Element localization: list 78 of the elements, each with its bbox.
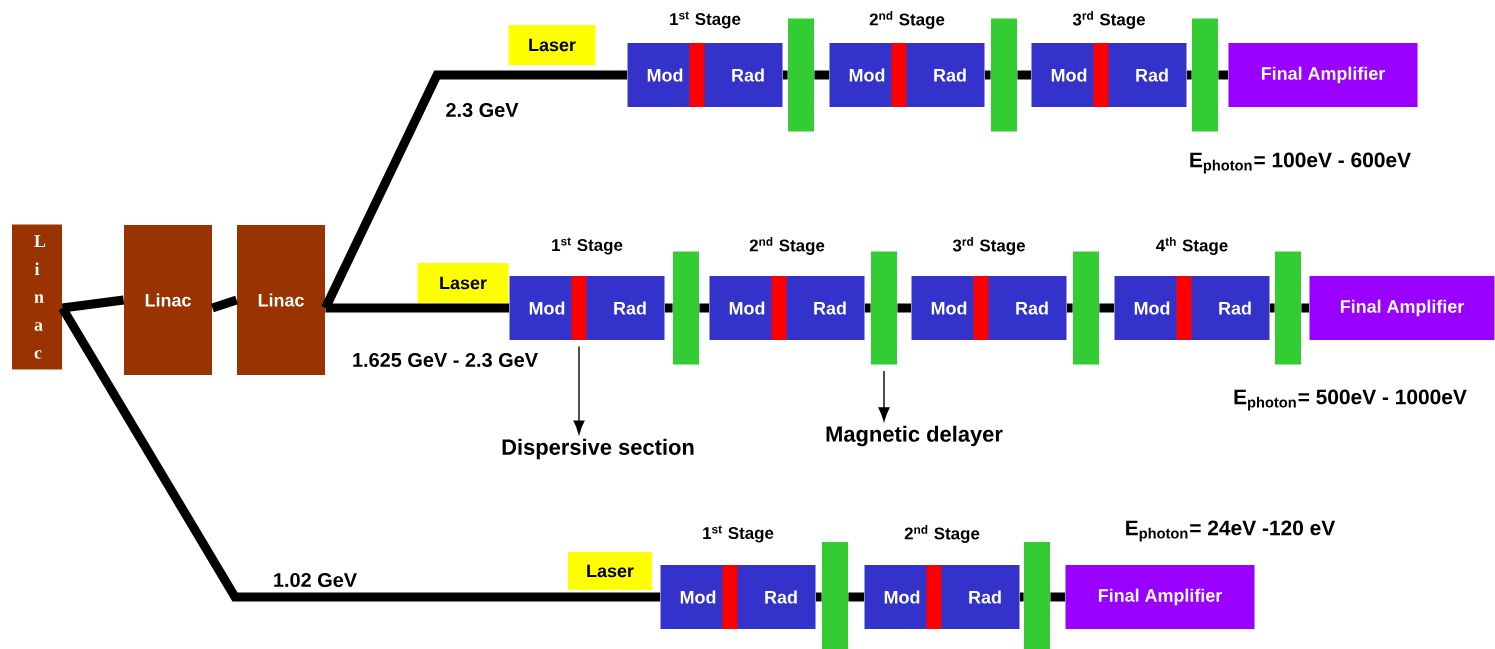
beam-line bbox=[897, 303, 912, 313]
delayer-bar bbox=[1275, 251, 1301, 365]
amplifier-box: Final Amplifier bbox=[1309, 276, 1495, 340]
edge-label: 1.625 GeV - 2.3 GeV bbox=[350, 350, 541, 370]
stage-heading: 1$^{st}$ Stage bbox=[670, 11, 741, 29]
modulator-label: Mod bbox=[931, 301, 967, 315]
beam-line bbox=[1218, 70, 1229, 80]
energy-label: E$_{photon}$= 24eV -120 eV bbox=[1126, 520, 1336, 542]
delayer-bar bbox=[871, 251, 897, 365]
delayer-bar bbox=[991, 18, 1017, 132]
beam-line bbox=[664, 303, 673, 313]
modulator-label: Mod bbox=[1134, 301, 1170, 315]
linac-box: L i n a c bbox=[12, 224, 62, 370]
stage-heading: 2$^{nd}$ Stage bbox=[904, 525, 980, 543]
delayer-bar bbox=[673, 251, 699, 365]
delayer-bar bbox=[822, 542, 848, 649]
radiator-label: Rad bbox=[1136, 68, 1168, 82]
linac-box: Linac bbox=[237, 225, 325, 375]
leader-arrow bbox=[878, 370, 890, 422]
modulator-label: Mod bbox=[1051, 68, 1087, 82]
callout-text: Dispersive section bbox=[502, 438, 694, 460]
radiator-label: Rad bbox=[1219, 301, 1251, 315]
callout-text: Magnetic delayer bbox=[826, 425, 1003, 447]
delayer-bar bbox=[1024, 542, 1050, 649]
delayer-bar bbox=[1073, 251, 1099, 365]
beam-line bbox=[1019, 592, 1024, 602]
energy-label: E$_{photon}$= 500eV - 1000eV bbox=[1234, 389, 1467, 411]
radiator-label: Rad bbox=[814, 301, 846, 315]
leader-arrow bbox=[573, 345, 585, 435]
modulator-label: Mod bbox=[680, 590, 716, 604]
beam-line bbox=[1066, 303, 1073, 313]
stage-heading: 1$^{st}$ Stage bbox=[703, 525, 774, 543]
laser-box: Laser bbox=[568, 552, 652, 590]
beam-line bbox=[1301, 303, 1310, 313]
modulator-label: Mod bbox=[529, 301, 565, 315]
beam-line bbox=[782, 70, 788, 80]
radiator-label: Rad bbox=[1016, 301, 1048, 315]
delayer-bar bbox=[1192, 18, 1218, 132]
beam-line bbox=[815, 592, 822, 602]
modulator-label: Mod bbox=[647, 68, 683, 82]
beam-line bbox=[848, 592, 865, 602]
radiator-label: Rad bbox=[969, 590, 1001, 604]
stage-heading: 2$^{nd}$ Stage bbox=[749, 237, 825, 255]
beam-line bbox=[321, 70, 628, 310]
linac-box: Linac bbox=[124, 225, 212, 375]
beam-line bbox=[814, 70, 830, 80]
stage-heading: 2$^{nd}$ Stage bbox=[869, 11, 945, 29]
beam-line bbox=[1099, 303, 1115, 313]
edge-label: 1.02 GeV bbox=[270, 570, 360, 590]
radiator-label: Rad bbox=[732, 68, 764, 82]
beam-line bbox=[58, 305, 661, 602]
beam-line bbox=[864, 303, 871, 313]
radiator-label: Rad bbox=[614, 301, 646, 315]
amplifier-box: Final Amplifier bbox=[1065, 565, 1255, 629]
beam-line bbox=[1269, 303, 1275, 313]
modulator-label: Mod bbox=[729, 301, 765, 315]
laser-box: Laser bbox=[417, 263, 509, 303]
beam-line bbox=[1017, 70, 1032, 80]
stage-heading: 3$^{rd}$ Stage bbox=[1072, 11, 1145, 29]
beam-line bbox=[211, 295, 239, 313]
edge-label: 2.3 GeV bbox=[443, 100, 521, 120]
beam-line bbox=[1050, 592, 1066, 602]
stage-heading: 3$^{rd}$ Stage bbox=[952, 237, 1025, 255]
modulator-label: Mod bbox=[849, 68, 885, 82]
amplifier-box: Final Amplifier bbox=[1228, 43, 1418, 107]
beam-line bbox=[61, 295, 125, 313]
stage-heading: 4$^{th}$ Stage bbox=[1156, 237, 1228, 255]
radiator-label: Rad bbox=[765, 590, 797, 604]
beam-line bbox=[325, 303, 510, 313]
beam-line bbox=[984, 70, 991, 80]
energy-label: E$_{photon}$= 100eV - 600eV bbox=[1190, 152, 1411, 174]
laser-box: Laser bbox=[508, 25, 596, 65]
stage-heading: 1$^{st}$ Stage bbox=[552, 237, 623, 255]
delayer-bar bbox=[788, 18, 814, 132]
beam-line bbox=[1186, 70, 1192, 80]
beam-line bbox=[699, 303, 710, 313]
modulator-label: Mod bbox=[884, 590, 920, 604]
radiator-label: Rad bbox=[934, 68, 966, 82]
